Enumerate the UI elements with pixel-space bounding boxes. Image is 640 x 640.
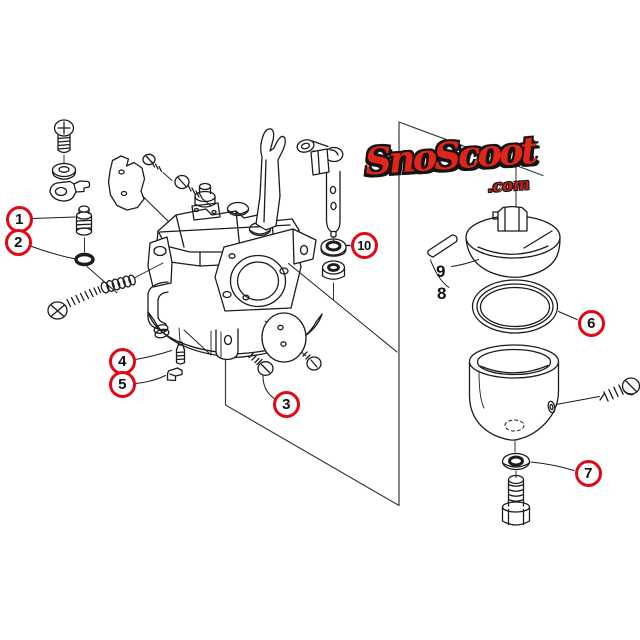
pivot-washer-drawing bbox=[51, 162, 77, 187]
float-pin-drawing bbox=[427, 234, 458, 288]
idle-spring-drawing bbox=[100, 262, 164, 294]
bowl-screw-drawing bbox=[599, 377, 640, 402]
float-bowl-drawing bbox=[468, 344, 600, 441]
pivot-screw-drawing bbox=[53, 119, 75, 164]
pilot-jet-drawing bbox=[135, 341, 186, 365]
drain-plug-screw-drawing bbox=[248, 352, 277, 401]
pump-cover-drawing bbox=[261, 312, 307, 363]
label-9: 9 bbox=[436, 262, 446, 281]
callout-leader-lines bbox=[30, 216, 76, 260]
callout-7: 7 bbox=[574, 459, 602, 487]
idle-screw-drawing bbox=[47, 286, 102, 320]
float-assembly-drawing bbox=[451, 205, 561, 278]
carburetor-body-drawing bbox=[147, 128, 323, 361]
cover-screw-drawing bbox=[302, 351, 322, 371]
bowl-washer-drawing bbox=[501, 441, 575, 478]
callout-10: 10 bbox=[350, 232, 378, 259]
needle-o-ring-drawing bbox=[74, 252, 118, 294]
bowl-gasket-drawing bbox=[471, 279, 578, 334]
jet-clip-drawing bbox=[135, 367, 183, 384]
callout-6: 6 bbox=[577, 309, 605, 337]
plunger-washers-drawing bbox=[288, 238, 398, 353]
body-screw-drawing bbox=[174, 174, 212, 207]
plate-screw-drawing bbox=[142, 153, 173, 181]
callout-2: 2 bbox=[4, 229, 32, 256]
starter-plunger-drawing bbox=[296, 139, 344, 241]
float-pivot-arm-drawing bbox=[49, 180, 91, 202]
bowl-bolt-drawing bbox=[501, 474, 531, 526]
callout-3: 3 bbox=[272, 390, 300, 418]
label-8: 8 bbox=[437, 284, 447, 303]
needle-valve-part-drawing bbox=[75, 205, 93, 253]
callout-5: 5 bbox=[108, 370, 136, 398]
detail-boundary-line bbox=[224, 121, 544, 507]
